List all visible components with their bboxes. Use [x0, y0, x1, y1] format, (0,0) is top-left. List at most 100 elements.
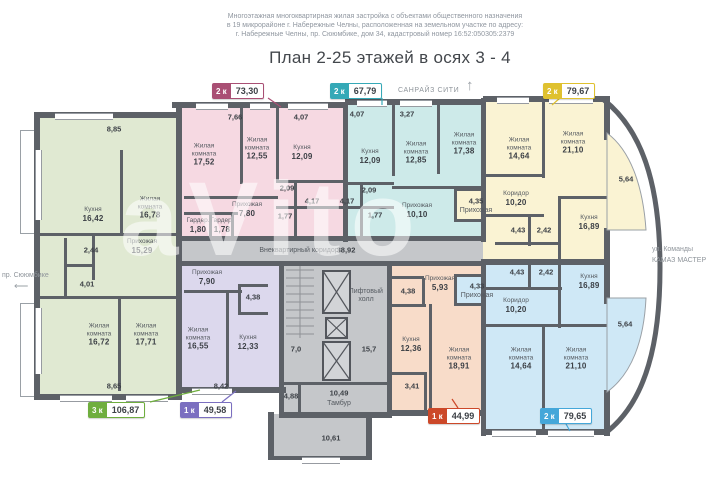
wall-68: [454, 274, 457, 306]
wall-53: [495, 242, 561, 245]
dimension-25: 3,41: [404, 381, 420, 391]
wall-73: [558, 264, 561, 328]
dimension-3: 4,07: [349, 109, 365, 119]
wall-33: [276, 106, 279, 182]
tag-area-value: 106,87: [106, 402, 146, 418]
window-h-10: [192, 388, 232, 395]
wall-43: [348, 182, 394, 185]
dimension-29: 10,61: [321, 433, 341, 443]
wall-62: [422, 278, 425, 306]
wall-11: [481, 259, 609, 265]
wall-58: [226, 290, 229, 388]
dimension-20: 2,42: [538, 267, 554, 277]
window-h-4: [357, 100, 387, 107]
plan-label-4: Прихожая: [460, 292, 494, 299]
wall-39: [231, 212, 234, 238]
wall-46: [392, 186, 483, 189]
dimension-31: 38,92: [336, 245, 356, 255]
wall-37: [276, 206, 345, 209]
wall-60: [238, 284, 241, 314]
dimension-23: 8,42: [213, 381, 229, 391]
window-h-5: [400, 100, 432, 107]
wall-48: [486, 174, 544, 177]
wall-14: [481, 261, 486, 436]
dimension-6: 4,01: [79, 279, 95, 289]
dimension-0: 8,85: [106, 124, 122, 134]
wall-51: [558, 196, 609, 199]
landmark-sunrise-city: САНРАЙЗ СИТИ: [398, 87, 460, 94]
room-label-9: Гардер.1,80: [186, 217, 210, 234]
wall-38: [209, 212, 212, 238]
dimension-21: 5,64: [617, 319, 633, 329]
dimension-7: 8,65: [106, 381, 122, 391]
wall-24: [604, 390, 610, 436]
wall-44: [360, 184, 363, 238]
wall-10: [176, 261, 483, 266]
wall-69: [454, 274, 486, 277]
plan-label-2: Тамбур: [327, 400, 351, 407]
landmark-kamaz-master: ул. Команды КАМАЗ МАСТЕР: [652, 246, 707, 264]
window-v-0: [35, 150, 42, 220]
wall-9: [176, 236, 483, 241]
wall-26: [38, 233, 179, 236]
west-arrow-icon: ⟵: [14, 281, 29, 292]
wall-35: [276, 180, 345, 183]
dimension-13: 1,77: [367, 210, 383, 220]
wall-28: [118, 299, 121, 391]
tag-area-value: 79,65: [558, 408, 593, 424]
dimension-2: 4,07: [293, 112, 309, 122]
window-h-2: [250, 103, 270, 110]
wall-59: [238, 284, 268, 287]
window-h-3: [288, 103, 328, 110]
entrance-tambour: [272, 414, 372, 460]
wall-4: [34, 112, 40, 400]
dimension-19: 4,43: [509, 267, 525, 277]
apartment-2k-79-65: [483, 264, 609, 432]
page-title: План 2-25 этажей в осях 3 - 4: [269, 48, 511, 67]
tag-area-value: 49,58: [198, 402, 233, 418]
dimension-28: 10,49: [329, 388, 349, 398]
wall-77: [282, 382, 390, 385]
wall-45: [348, 206, 394, 209]
dimension-24: 4,38: [400, 286, 416, 296]
dimension-1: 7,66: [227, 112, 243, 122]
wall-19: [268, 412, 274, 460]
window-h-12: [492, 430, 536, 437]
plan-label-1: Лифтовый холл: [349, 288, 383, 303]
wall-29: [92, 236, 95, 280]
wall-66: [390, 372, 426, 375]
wall-70: [454, 303, 486, 306]
plan-label-0: Внеквартирный коридор: [259, 247, 339, 254]
tag-rooms-chip: 2 к: [212, 83, 231, 99]
dimension-30: 4,88: [283, 391, 299, 401]
wall-27: [38, 296, 180, 299]
wall-31: [64, 264, 94, 267]
header-line-3: г. Набережные Челны, пр. Сююмбике, дом 3…: [235, 31, 515, 38]
wall-64: [390, 304, 426, 307]
window-h-8: [60, 395, 112, 402]
dimension-4: 3,27: [399, 109, 415, 119]
wall-55: [454, 188, 486, 191]
wall-63: [390, 276, 424, 279]
wall-40: [184, 212, 238, 215]
dimension-26: 7,0: [290, 344, 302, 354]
dimension-15: 4,33: [469, 281, 485, 291]
tag-rooms-chip: 2 к: [330, 83, 349, 99]
